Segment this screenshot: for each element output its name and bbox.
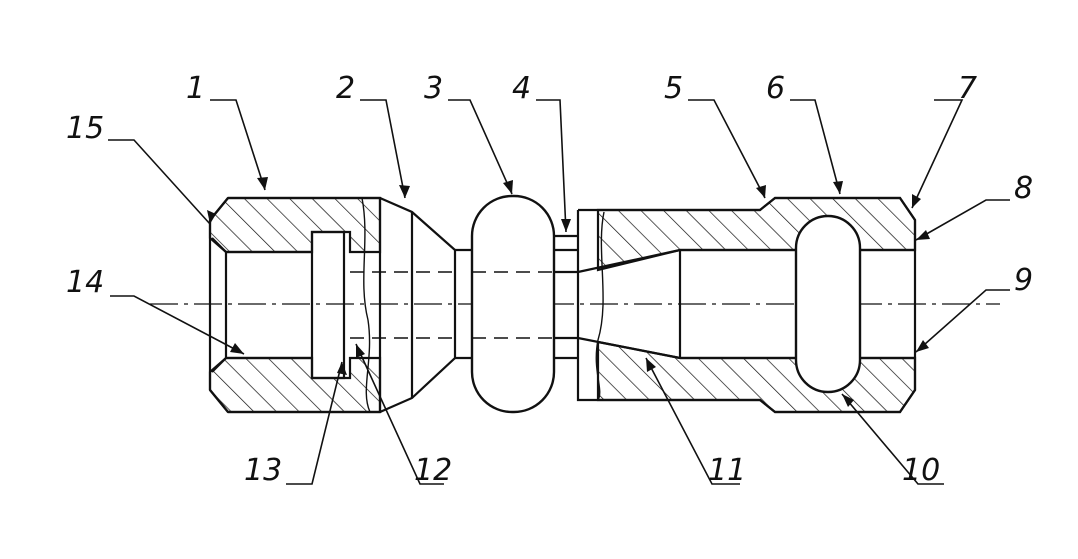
callout-3: 3 — [424, 71, 443, 106]
inner-ring — [794, 214, 862, 394]
break-line-left — [361, 197, 371, 413]
tube-left — [455, 248, 472, 360]
callout-11: 11 — [708, 453, 746, 488]
leader-lines — [108, 99, 1010, 485]
callout-8: 8 — [1014, 171, 1033, 206]
right-body — [576, 196, 917, 414]
ring — [470, 194, 556, 414]
callout-13: 13 — [244, 453, 282, 488]
callout-12: 12 — [414, 453, 452, 488]
left-nut — [208, 196, 457, 414]
callout-5: 5 — [664, 71, 683, 106]
break-line-right — [595, 211, 605, 401]
callout-7: 7 — [958, 71, 977, 106]
callout-1: 1 — [186, 71, 205, 106]
callout-14: 14 — [66, 265, 104, 300]
callout-4: 4 — [512, 71, 531, 106]
callout-2: 2 — [336, 71, 355, 106]
arrowheads — [207, 177, 930, 407]
callout-15: 15 — [66, 111, 104, 146]
callout-6: 6 — [766, 71, 785, 106]
tube-middle — [554, 234, 578, 360]
callout-9: 9 — [1014, 263, 1033, 298]
callout-10: 10 — [902, 453, 940, 488]
